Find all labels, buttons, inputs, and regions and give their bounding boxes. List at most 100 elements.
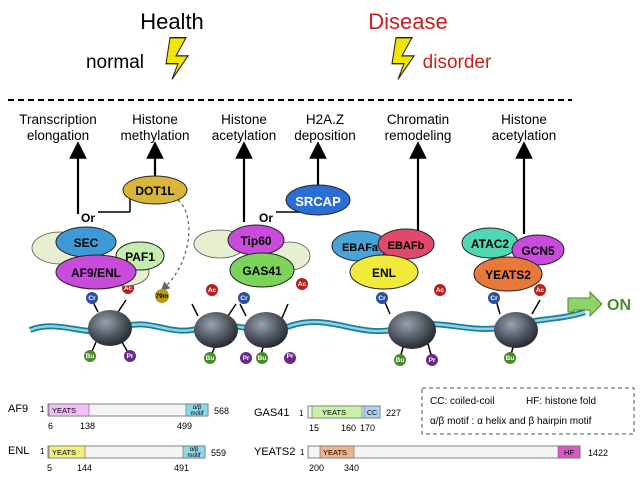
process-label: deposition: [294, 128, 356, 143]
mark-label: Cr: [240, 295, 248, 302]
butyryl-mark: [504, 352, 516, 364]
process-label: H2A.Z: [306, 112, 344, 127]
health-title: Health: [140, 9, 204, 34]
propionyl-mark: [124, 350, 136, 362]
nucleosome: [494, 312, 538, 348]
process-label: Histone: [501, 112, 547, 127]
domain-label: α/β: [193, 405, 202, 411]
tick-label: 15: [309, 423, 319, 433]
acetyl-mark: [434, 284, 446, 296]
normal-label: normal: [86, 52, 144, 73]
mark-label: 79m: [155, 293, 168, 300]
af9-enl-label: AF9/ENL: [71, 266, 121, 280]
lightning-bolt-icon: [391, 37, 416, 80]
srcap-label: SRCAP: [295, 194, 341, 209]
enl-label: ENL: [372, 266, 396, 280]
tick-label: 170: [360, 423, 375, 433]
domain-label: YEATS: [322, 408, 346, 417]
or-label: Or: [259, 211, 273, 225]
sec-label: SEC: [74, 236, 99, 250]
enl-protein: [349, 254, 419, 290]
yeats-domain: [319, 445, 355, 459]
protein-end: 1422: [588, 448, 608, 458]
or-label: Or: [81, 211, 95, 225]
process-label: acetylation: [492, 128, 557, 143]
tip60-label: Tip60: [240, 234, 271, 248]
ebafb-label: EBAFb: [388, 240, 425, 252]
methyl-mark: [155, 289, 169, 303]
dot1l-label: DOT1L: [135, 184, 174, 198]
on-label: ON: [607, 297, 631, 314]
protein-end: 559: [211, 448, 226, 458]
mark-label: Ac: [536, 287, 545, 294]
nucleosome: [244, 312, 288, 348]
legend-line: HF: histone fold: [526, 396, 596, 407]
protein-map-enl: ENL 1 YEATS α/β motif 559 5 144 491: [8, 445, 226, 473]
alpha-beta-domain: [182, 445, 206, 459]
butyryl-mark: [394, 354, 406, 366]
yeats2-label: YEATS2: [485, 268, 531, 282]
srcap-protein: [285, 184, 351, 216]
transcription-on-arrow: [567, 290, 603, 318]
mark-label: Ac: [208, 287, 217, 294]
propionyl-mark: [284, 352, 296, 364]
domain-label: HF: [564, 448, 574, 457]
legend-line: α/β motif : α helix and β hairpin motif: [430, 416, 592, 427]
mark-label: Cr: [378, 295, 386, 302]
domain-label: α/β: [190, 447, 199, 453]
domain-label: YEATS: [52, 448, 76, 457]
butyryl-mark: [84, 350, 96, 362]
gas41-label: GAS41: [242, 264, 282, 278]
protein-map-gas41: GAS41 1 YEATS CC 227 15 160 170: [254, 405, 401, 433]
lightning-bolt-icon: [165, 37, 190, 80]
disorder-label: disorder: [423, 52, 492, 73]
yeats-domain: [48, 403, 90, 417]
mark-label: Cr: [88, 295, 96, 302]
mark-label: Ac: [298, 281, 307, 288]
gas41-protein: [229, 252, 295, 288]
butyryl-mark: [204, 352, 216, 364]
crotonyl-mark: [376, 292, 388, 304]
protein-name: YEATS2: [254, 446, 295, 458]
yeats-domain: [311, 405, 363, 419]
mark-label: Ac: [124, 285, 133, 292]
nucleosome: [88, 310, 132, 346]
mark-label: Ac: [436, 287, 445, 294]
mark-label: Bu: [258, 355, 267, 362]
process-label: Histone: [221, 112, 267, 127]
protein-start: 1: [40, 447, 45, 456]
domain-label: YEATS: [52, 406, 76, 415]
mark-label: Pr: [429, 357, 436, 364]
ebafa-label: EBAFa: [342, 242, 379, 254]
protein-end: 227: [386, 408, 401, 418]
atac2-label: ATAC2: [471, 237, 510, 251]
tick-label: 499: [177, 421, 192, 431]
acetyl-mark: [534, 284, 546, 296]
domain-label: motif: [187, 453, 200, 459]
protein-name: GAS41: [254, 407, 289, 419]
tick-label: 144: [77, 463, 92, 473]
protein-name: AF9: [8, 403, 28, 415]
mark-label: Cr: [490, 295, 498, 302]
domain-legend-box: [421, 387, 635, 435]
domain-label: YEATS: [323, 448, 347, 457]
crotonyl-mark: [238, 292, 250, 304]
gcn5-protein: [511, 234, 565, 266]
legend-line: CC: coiled-coil: [430, 396, 494, 407]
mark-label: Bu: [506, 355, 515, 362]
paf1-label: PAF1: [125, 250, 155, 264]
af9-enl-protein: [55, 254, 137, 290]
protein-start: 1: [299, 409, 304, 418]
crotonyl-mark: [86, 292, 98, 304]
process-label: remodeling: [385, 128, 452, 143]
protein-map-yeats2: YEATS2 1 YEATS HF 1422 200 340: [254, 445, 608, 473]
butyryl-mark: [256, 352, 268, 364]
process-label: elongation: [27, 128, 89, 143]
crotonyl-mark: [488, 292, 500, 304]
histone-marks: Cr Ac Bu Pr 79m Ac Cr Ac Bu Pr Bu Pr Cr …: [84, 278, 546, 366]
propionyl-mark: [426, 354, 438, 366]
nucleosome: [194, 312, 238, 348]
tick-label: 6: [48, 421, 53, 431]
tick-label: 340: [344, 463, 359, 473]
